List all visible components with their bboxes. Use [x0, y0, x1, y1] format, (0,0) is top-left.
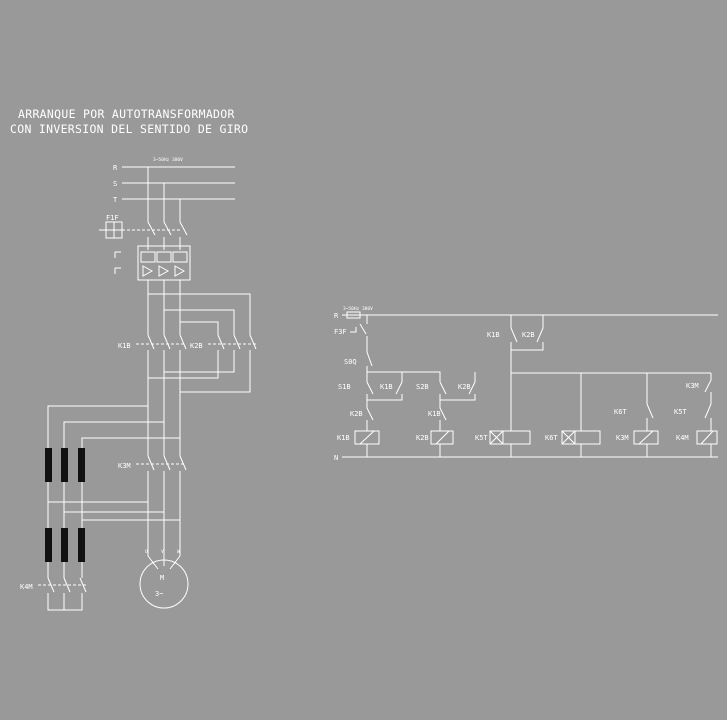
overload-heater-1	[140, 251, 156, 277]
autotransformer-tap-2	[63, 421, 164, 450]
overload-relay-contacts	[114, 251, 121, 274]
reverse-link-c	[180, 321, 219, 335]
overload-heater-3	[172, 251, 188, 277]
power-circuit: 3~50Hz 380V R S T F1F	[20, 157, 257, 611]
start-rev-label: S2B	[416, 383, 429, 391]
reverse-link-a	[148, 293, 251, 335]
k3m-contact-label: K3M	[686, 382, 699, 390]
start-fwd-contact	[366, 381, 374, 400]
phase-r-label: R	[113, 164, 118, 172]
start-fwd-label: S1B	[338, 383, 351, 391]
k4m-star-point	[47, 593, 83, 611]
control-circuit: 3~50Hz 380V R N F3F S0Q S1B K1B S2B K2B …	[334, 306, 718, 462]
k4m-feeds	[47, 562, 83, 578]
motor-terminal-v: V	[161, 549, 164, 555]
contactor-k1b-label: K1B	[118, 342, 131, 350]
control-rail-r-label: R	[334, 312, 339, 320]
k6t-contact	[646, 373, 654, 431]
coil-k2b	[430, 430, 454, 445]
control-supply-label: 3~50Hz 380V	[343, 306, 373, 312]
reverse-link-b	[164, 309, 235, 335]
k3m-contact	[704, 373, 712, 404]
fuse-switch-contacts	[147, 221, 188, 250]
control-rail-n-label: N	[334, 454, 338, 462]
motor-label: M	[160, 574, 164, 582]
timer-k6t-coil	[561, 430, 601, 445]
contactor-k1b-poles	[147, 334, 187, 350]
k5t-contact-label: K5T	[674, 408, 687, 416]
fwd-self-hold-label: K1B	[380, 383, 393, 391]
phase-t-label: T	[113, 196, 118, 204]
fwd-self-hold-contact	[367, 381, 403, 401]
autotransformer-windings-lower	[45, 528, 85, 562]
overload-heater-2	[156, 251, 172, 277]
stop-button-label: S0Q	[344, 358, 357, 366]
motor-terminal-u: U	[145, 549, 148, 555]
motor-terminal-w: W	[177, 549, 180, 555]
motor-type: 3~	[155, 590, 163, 598]
start-rev-contact	[439, 381, 447, 400]
merge-k2b-to-bus	[148, 350, 251, 393]
control-fuse-symbol	[346, 311, 367, 335]
interlock-rev-contact	[439, 400, 447, 431]
k5t-contact	[704, 403, 712, 431]
top-k1b-label: K1B	[487, 331, 500, 339]
contactor-k4m-label: K4M	[20, 583, 33, 591]
control-fuse-label: F3F	[334, 328, 347, 336]
motor-symbol	[139, 559, 189, 609]
timer-k6t-label: K6T	[545, 434, 558, 442]
top-k1b-contact	[510, 315, 518, 350]
autotransformer-mid-links	[47, 482, 83, 528]
coil-k4m	[696, 430, 718, 445]
coil-k1b-label: K1B	[337, 434, 350, 442]
top-k2b-label: K2B	[522, 331, 535, 339]
contactor-k2b-poles	[217, 334, 257, 350]
title-line-1: ARRANQUE POR AUTOTRANSFORMADOR	[18, 107, 235, 121]
coil-k3m-label: K3M	[616, 434, 629, 442]
interlock-rev-label: K1B	[428, 410, 441, 418]
autotransformer-taps-out	[48, 501, 180, 521]
supply-label: 3~50Hz 380V	[153, 157, 183, 163]
interlock-fwd-label: K2B	[350, 410, 363, 418]
fuse-f1f-label: F1F	[106, 214, 119, 222]
title-line-2: CON INVERSION DEL SENTIDO DE GIRO	[10, 122, 248, 136]
fuse-f1f-handle	[99, 222, 122, 238]
phase-s-label: S	[113, 180, 117, 188]
timer-k5t-label: K5T	[475, 434, 488, 442]
autotransformer-tap-3	[81, 437, 180, 450]
contactor-k2b-label: K2B	[190, 342, 203, 350]
autotransformer-tap-1	[47, 405, 148, 450]
autotransformer-windings-upper	[45, 448, 85, 482]
stop-button-contact	[366, 351, 373, 372]
k6t-contact-label: K6T	[614, 408, 627, 416]
start-split	[366, 371, 476, 382]
control-distribution-bus	[510, 350, 711, 431]
interlock-fwd-contact	[366, 400, 374, 431]
coil-k3m	[633, 430, 659, 445]
contactor-k3m-label: K3M	[118, 462, 131, 470]
coil-k2b-label: K2B	[416, 434, 429, 442]
contactor-k3m-poles	[147, 455, 187, 471]
rev-self-hold-contact	[440, 381, 476, 401]
rev-self-hold-label: K2B	[458, 383, 471, 391]
coil-k4m-label: K4M	[676, 434, 689, 442]
top-k2b-contact	[511, 315, 544, 351]
